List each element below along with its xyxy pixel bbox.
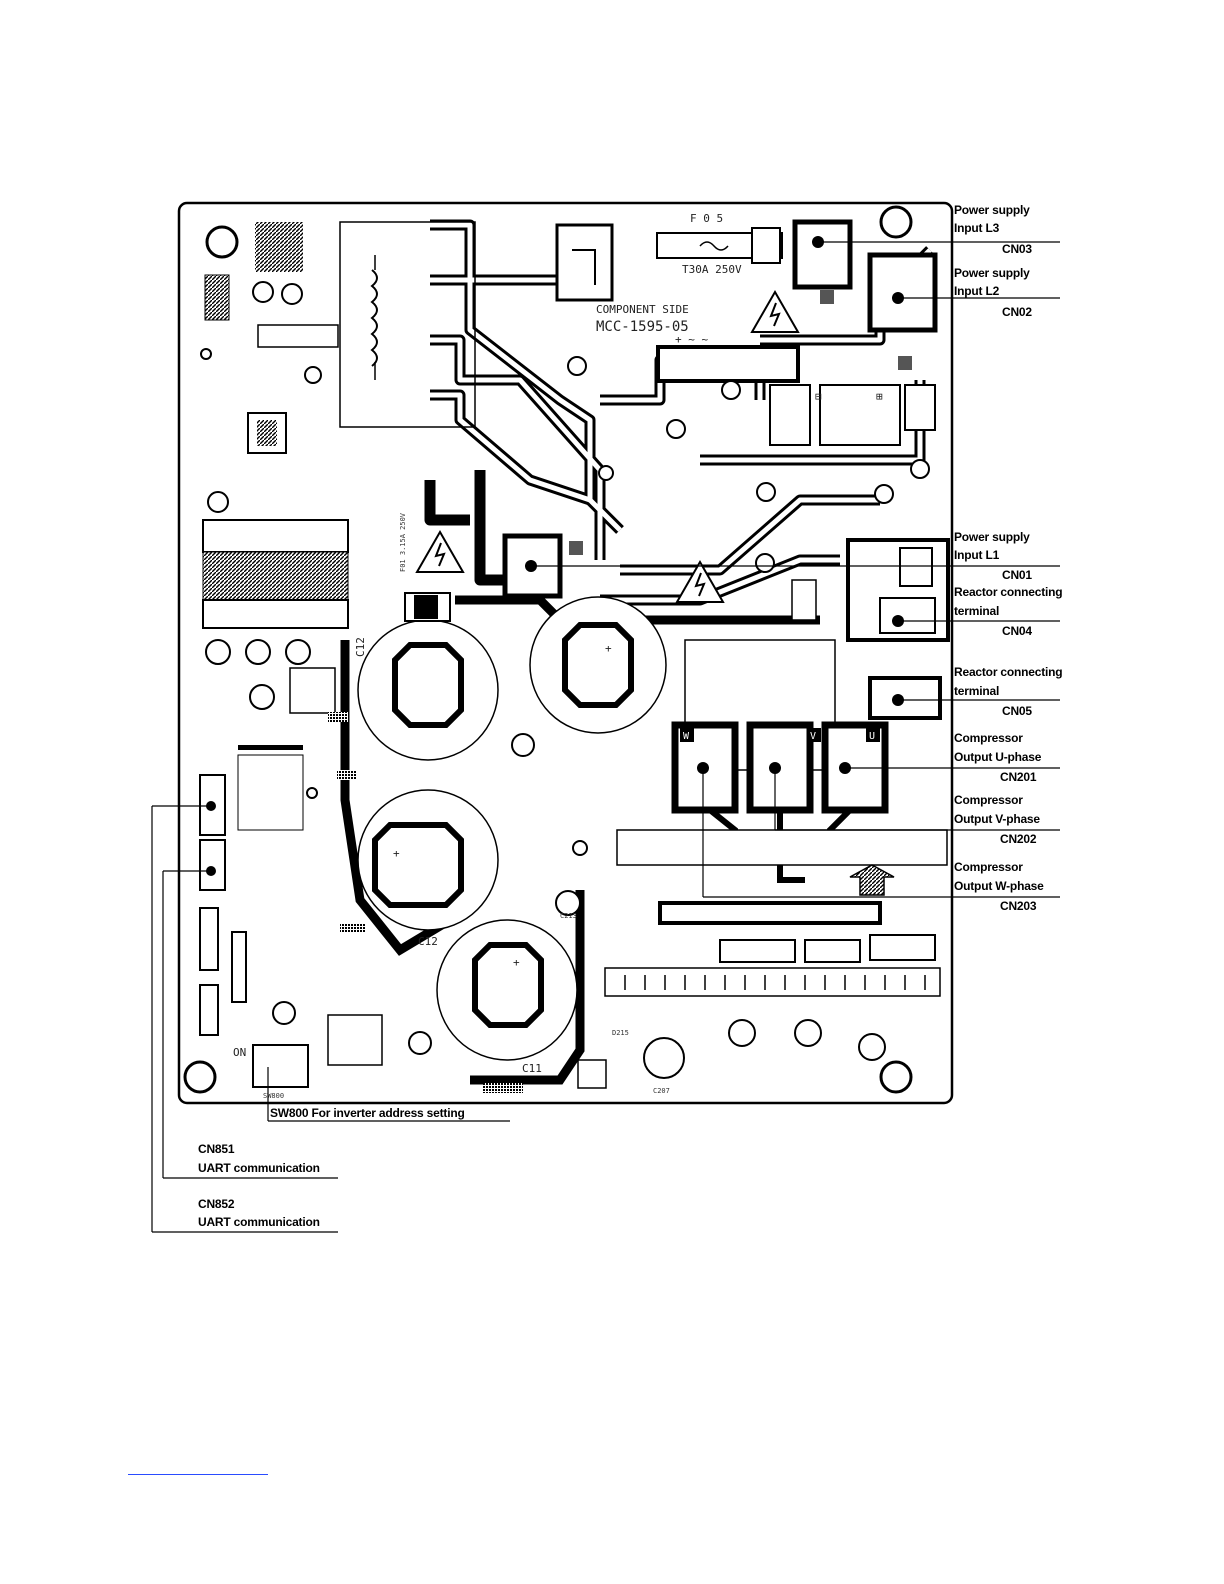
fuse-ref-text: F 0 5 xyxy=(690,212,723,225)
cn203-desc1: Compressor xyxy=(954,860,1023,874)
svg-text:⊞: ⊞ xyxy=(876,390,883,403)
cn203-ref: CN203 xyxy=(1000,899,1037,913)
terminal-strip xyxy=(604,967,941,997)
cn05-connector xyxy=(868,676,942,720)
cn02-desc2: Input L2 xyxy=(954,284,1000,298)
cn202-ref: CN202 xyxy=(1000,832,1037,846)
svg-text:C12: C12 xyxy=(418,935,438,948)
component-side-text: COMPONENT SIDE xyxy=(596,303,689,316)
warning-icon xyxy=(415,529,465,573)
warning-icon xyxy=(675,559,725,603)
board-id-text: MCC-1595-05 xyxy=(596,319,689,335)
power-module xyxy=(616,829,948,866)
cn851-ref: CN851 xyxy=(198,1142,235,1156)
cap-c207-text: C207 xyxy=(653,1087,670,1095)
svg-text:+: + xyxy=(513,956,520,969)
cn201-desc2: Output U-phase xyxy=(954,750,1042,764)
cn01-desc2: Input L1 xyxy=(954,548,1000,562)
compressor-connectors: W V U xyxy=(671,721,889,814)
cap-label: C12 xyxy=(354,637,367,657)
cn03-connector xyxy=(792,219,853,290)
mounting-holes xyxy=(183,205,913,1094)
cn04-desc1: Reactor connecting xyxy=(954,585,1063,599)
leader-lines xyxy=(151,241,1060,1233)
transformer-t01 xyxy=(202,519,349,629)
cn852-ref: CN852 xyxy=(198,1197,235,1211)
cn202-desc2: Output V-phase xyxy=(954,812,1040,826)
cn202-desc1: Compressor xyxy=(954,793,1023,807)
mcu-chip xyxy=(327,1014,383,1066)
cn201-ref: CN201 xyxy=(1000,770,1037,784)
cn05-desc2: terminal xyxy=(954,684,1000,698)
cn852-desc: UART communication xyxy=(198,1215,320,1229)
small-caps-left xyxy=(200,281,886,1079)
cn04-connector xyxy=(846,538,950,642)
heatsink-bar xyxy=(658,901,882,925)
svg-text:⊟: ⊟ xyxy=(815,390,822,403)
svg-text:W: W xyxy=(683,731,690,742)
svg-text:+: + xyxy=(605,642,612,655)
cn04-desc2: terminal xyxy=(954,604,1000,618)
switch-ref-text: SW800 xyxy=(263,1092,284,1100)
electrolytic-cap-c11-b: + C11 xyxy=(436,919,578,1075)
electrolytic-cap-c12-a xyxy=(357,619,499,761)
warning-icon xyxy=(750,289,800,333)
terminal-pins xyxy=(624,975,926,990)
cn203-desc2: Output W-phase xyxy=(954,879,1044,893)
electrolytic-cap-c11-a: + xyxy=(529,596,667,734)
svg-text:V: V xyxy=(810,731,816,742)
fuse-f05: F 0 5 T30A 250V xyxy=(656,212,783,276)
cn201-desc1: Compressor xyxy=(954,731,1023,745)
svg-text:+: + xyxy=(393,847,400,860)
diode-bridge: + ~ ~ ⊟ ⊞ xyxy=(656,333,936,446)
cn01-ref: CN01 xyxy=(1002,568,1032,582)
cn01-desc1: Power supply xyxy=(954,530,1030,544)
cn03-desc1: Power supply xyxy=(954,203,1030,217)
transformer-coil xyxy=(370,269,378,367)
cn02-desc1: Power supply xyxy=(954,266,1030,280)
sw800-callout: SW800 For inverter address setting xyxy=(270,1106,465,1120)
cn851-desc: UART communication xyxy=(198,1161,320,1175)
electrolytic-cap-c12-b: + C12 xyxy=(357,789,499,948)
cn04-ref: CN04 xyxy=(1002,624,1032,638)
ic-square xyxy=(255,222,303,272)
arrow-up xyxy=(849,864,895,896)
cn03-ref: CN03 xyxy=(1002,242,1032,256)
cn05-ref: CN05 xyxy=(1002,704,1032,718)
fuse-rating-text: T30A 250V xyxy=(682,263,742,276)
f01-text: F01 3.15A 250V xyxy=(399,512,407,572)
svg-text:C11: C11 xyxy=(522,1062,542,1075)
cn05-desc1: Reactor connecting xyxy=(954,665,1063,679)
bus-trace-2 xyxy=(470,890,585,1085)
switch-on-text: ON xyxy=(233,1046,246,1059)
bus-trace-3 xyxy=(455,595,820,625)
transformer-outline xyxy=(339,221,476,428)
cn03-desc2: Input L3 xyxy=(954,221,1000,235)
left-connectors xyxy=(199,774,247,1036)
sw800-switch xyxy=(252,1044,309,1088)
relay xyxy=(555,223,614,302)
svg-text:U: U xyxy=(869,731,875,742)
diode-d215-text: D215 xyxy=(612,1029,629,1037)
cn02-ref: CN02 xyxy=(1002,305,1032,319)
svg-text:+ ~ ~: + ~ ~ xyxy=(675,333,708,346)
footer-rule xyxy=(128,1474,268,1475)
cn02-connector xyxy=(867,252,938,333)
cap-c213-text: C213 xyxy=(560,912,577,920)
